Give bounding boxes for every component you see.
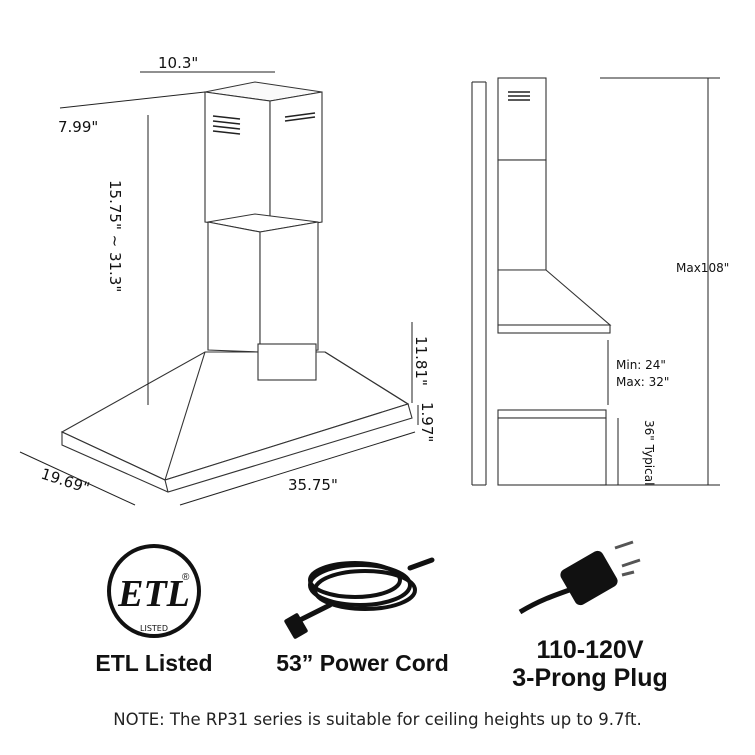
power-cord-icon — [284, 557, 435, 639]
chimney-depth-dim: 7.99" — [58, 118, 98, 136]
min-clearance-dim: Min: 24" — [616, 358, 666, 372]
ceiling-height-note: NOTE: The RP31 series is suitable for ce… — [113, 710, 642, 729]
etl-listed-label: ETL Listed — [95, 650, 213, 676]
hood-depth-dim: 19.69" — [39, 465, 92, 498]
power-cord-label: 53” Power Cord — [276, 650, 449, 676]
three-prong-plug-icon — [518, 540, 641, 615]
canopy-height-dim: 11.81" — [412, 336, 430, 386]
side-view-vent — [508, 91, 530, 101]
isometric-dimension-lines — [19, 71, 419, 506]
chimney-width-dim: 10.3" — [158, 54, 198, 72]
plug-type-label: 3-Prong Plug — [512, 664, 668, 692]
max-ceiling-dim: Max108" — [676, 261, 729, 275]
front-lip-dim: 1.97" — [418, 402, 436, 442]
etl-logo: ETL ® LISTED — [107, 544, 201, 638]
chimney-height-dim: 15.75" ~ 31.3" — [106, 180, 124, 292]
isometric-hood-drawing — [60, 81, 413, 493]
max-clearance-dim: Max: 32" — [616, 375, 669, 389]
counter-height-dim: 36" Typical — [642, 420, 656, 485]
etl-logo-subtext: LISTED — [140, 624, 168, 633]
etl-logo-registered: ® — [182, 572, 190, 583]
plug-voltage-label: 110-120V — [536, 636, 644, 664]
side-dimension-lines — [600, 77, 720, 486]
hood-width-dim: 35.75" — [288, 476, 338, 494]
side-view-drawing — [471, 77, 612, 486]
etl-logo-text: ETL — [117, 573, 190, 615]
